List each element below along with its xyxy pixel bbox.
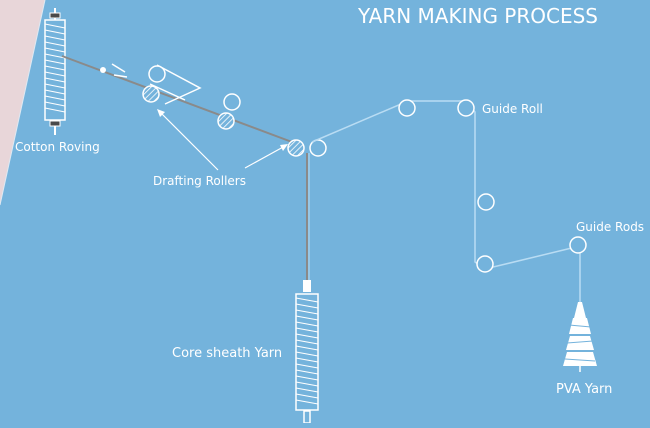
core-sheath-yarn-bobbin bbox=[295, 280, 319, 424]
label-drafting-rollers: Drafting Rollers bbox=[153, 174, 246, 188]
guide-roll bbox=[477, 193, 495, 211]
guide-mark bbox=[111, 63, 126, 73]
label-pva-yarn: PVA Yarn bbox=[556, 382, 612, 397]
pointer-arrowhead bbox=[157, 109, 165, 117]
trumpet-guide bbox=[100, 67, 106, 73]
guide-rod bbox=[569, 236, 587, 254]
pointer-arrowhead bbox=[280, 144, 288, 151]
guide-roll bbox=[476, 255, 494, 273]
drafting-roller-pair-1 bbox=[142, 64, 202, 105]
pointer-line bbox=[159, 111, 219, 171]
pointer-line bbox=[244, 145, 286, 169]
guide-roll bbox=[457, 99, 475, 117]
corner-panel-edge bbox=[0, 0, 46, 206]
pva-strand bbox=[311, 100, 581, 305]
pva-yarn-cone bbox=[563, 302, 597, 372]
guide-mark bbox=[113, 74, 128, 78]
delivery-roller-front bbox=[287, 139, 305, 157]
cotton-roving-bobbin bbox=[44, 8, 66, 135]
label-cotton-roving: Cotton Roving bbox=[15, 140, 100, 154]
label-guide-roll: Guide Roll bbox=[482, 102, 543, 116]
label-guide-rods: Guide Rods bbox=[576, 220, 644, 234]
label-core-sheath-yarn: Core sheath Yarn bbox=[172, 346, 282, 361]
diagram-title: YARN MAKING PROCESS bbox=[357, 4, 598, 28]
guide-roll bbox=[398, 99, 416, 117]
drafting-roller-pair-2 bbox=[217, 93, 241, 130]
